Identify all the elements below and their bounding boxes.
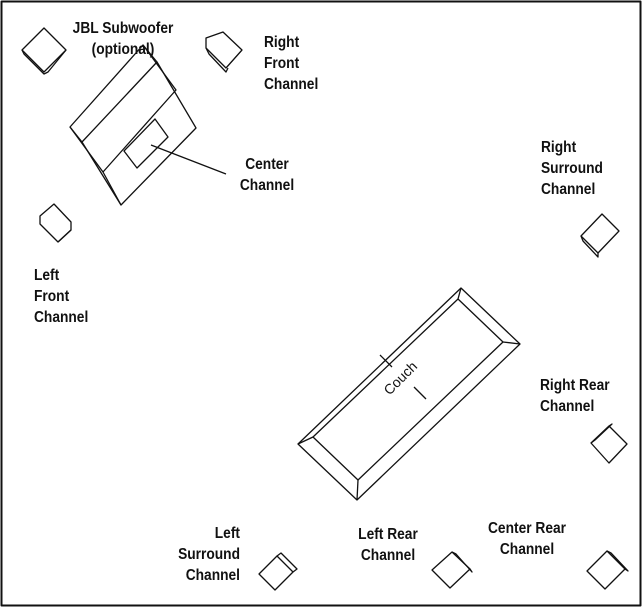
speaker-left-surround <box>258 552 298 591</box>
speaker-left-rear <box>431 551 473 589</box>
couch <box>297 287 521 501</box>
label-right-rear-channel: Right Rear Channel <box>540 377 610 415</box>
label-left-surround-channel: Left Surround Channel <box>178 525 240 584</box>
label-center-rear-channel: Center Rear Channel <box>487 520 566 558</box>
speaker-right-rear <box>590 423 628 464</box>
center-speaker <box>123 118 169 169</box>
label-right-front-channel: Right Front Channel <box>264 34 319 93</box>
label-jbl-subwoofer: JBL Subwoofer (optional) <box>72 20 174 58</box>
speaker-right-front <box>205 31 243 73</box>
speaker-center-rear <box>586 550 629 590</box>
label-left-rear-channel: Left Rear Channel <box>358 526 418 564</box>
speaker-right-surround <box>580 213 620 258</box>
label-center-channel: Center Channel <box>239 156 295 194</box>
speaker-left-front <box>39 203 72 243</box>
tv-cabinet <box>69 44 227 206</box>
label-left-front-channel: Left Front Channel <box>34 267 89 326</box>
center-leader-line <box>150 144 227 175</box>
speaker-jbl-subwoofer <box>21 27 67 75</box>
label-right-surround-channel: Right Surround Channel <box>541 139 603 198</box>
